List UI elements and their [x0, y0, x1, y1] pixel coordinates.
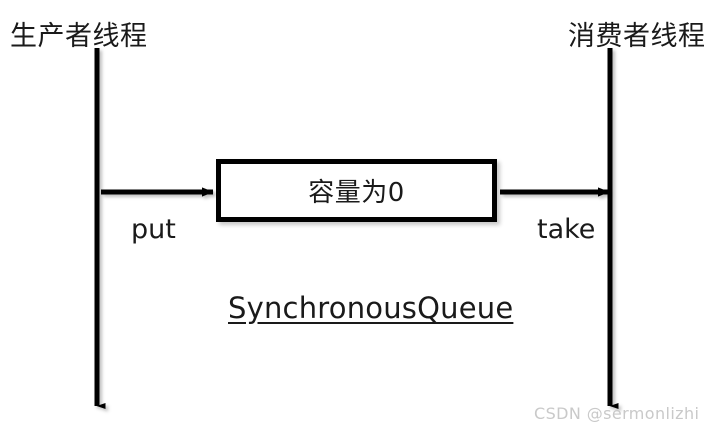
take-operation-label: take	[537, 214, 596, 245]
queue-capacity-label: 容量为0	[308, 178, 405, 208]
producer-thread-label: 生产者线程	[10, 21, 148, 52]
synchronous-queue-caption: SynchronousQueue	[228, 291, 514, 325]
queue-capacity-box: 容量为0	[216, 159, 497, 222]
put-operation-label: put	[131, 214, 176, 245]
consumer-thread-label: 消费者线程	[568, 21, 706, 52]
csdn-watermark: CSDN @sermonlizhi	[534, 404, 700, 423]
